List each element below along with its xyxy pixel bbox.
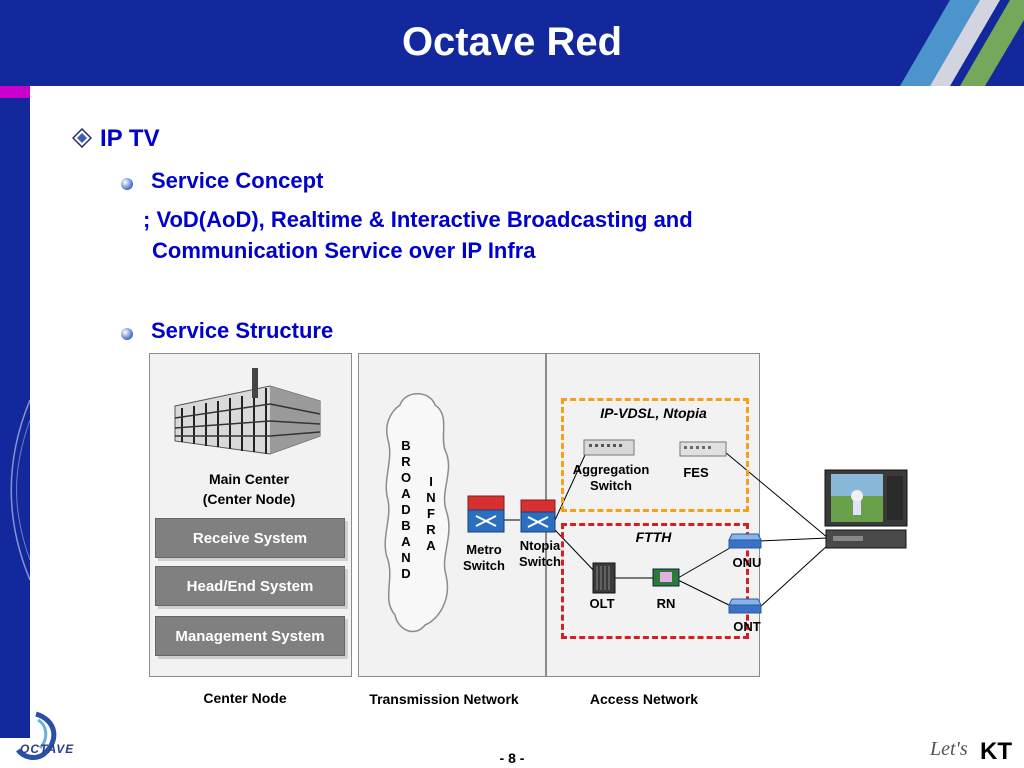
kt-logo-bold: KT [980, 738, 1012, 765]
header-bar [0, 0, 1024, 86]
ip-vdsl-label: IP-VDSL, Ntopia [600, 405, 707, 421]
concept-description-line2: Communication Service over IP Infra [152, 238, 536, 263]
ftth-dashed-box [561, 523, 749, 639]
service-concept-heading: Service Concept [151, 168, 324, 193]
management-system-box: Management System [155, 616, 345, 656]
ntopia-switch-icon [520, 499, 556, 533]
slide-title: Octave Red [401, 20, 623, 64]
page-number: - 8 - [499, 750, 525, 766]
broadband-infra-cloud [384, 393, 450, 633]
main-center-label: Main Center [208, 471, 290, 487]
ont-label: ONT [733, 619, 761, 634]
concept-description-line1: ; VoD(AoD), Realtime & Interactive Broad… [143, 207, 693, 232]
service-structure-heading: Service Structure [151, 318, 334, 343]
center-node-caption: Center Node [203, 690, 287, 706]
ftth-label: FTTH [635, 529, 672, 545]
olt-device-icon [592, 562, 616, 594]
round-bullet-icon [121, 328, 133, 340]
fes-device-icon [679, 441, 727, 457]
transmission-network-caption: Transmission Network [369, 691, 519, 707]
accent-strip [0, 86, 30, 98]
ont-device-icon [728, 598, 762, 614]
head-end-system-box: Head/End System [155, 566, 345, 606]
center-node-sublabel: (Center Node) [202, 491, 296, 507]
access-network-caption: Access Network [589, 691, 699, 707]
octave-logo [16, 711, 57, 760]
access-network-panel [546, 353, 760, 677]
metro-switch-icon [467, 495, 505, 533]
section-heading: IP TV [100, 125, 160, 152]
octave-logo-text: OCTAVE [20, 742, 75, 756]
olt-label: OLT [589, 596, 615, 611]
rn-device-icon [652, 568, 680, 587]
onu-device-icon [728, 533, 762, 549]
aggregation-switch-icon [583, 439, 635, 456]
ip-vdsl-dashed-box [561, 398, 749, 512]
left-sidebar [0, 98, 30, 738]
diamond-bullet-icon [72, 128, 92, 148]
sidebar-swoosh [10, 400, 31, 580]
header-decoration [900, 0, 1024, 86]
round-bullet-icon [121, 178, 133, 190]
fes-label: FES [683, 465, 709, 480]
rn-label: RN [656, 596, 676, 611]
onu-label: ONU [732, 555, 762, 570]
receive-system-box: Receive System [155, 518, 345, 558]
kt-logo-script: Let's [930, 738, 968, 760]
building-icon [174, 368, 321, 455]
tv-set-icon [824, 469, 908, 549]
